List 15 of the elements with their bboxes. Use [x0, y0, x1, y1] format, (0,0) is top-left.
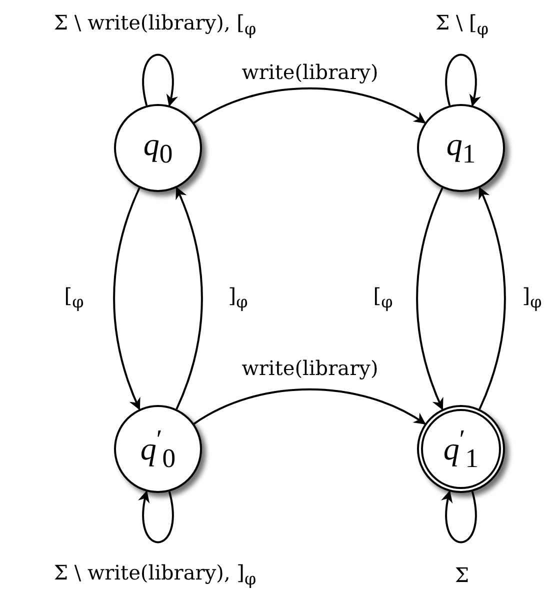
state-label: q$_{0}$ [143, 128, 173, 168]
transition-arrow [113, 187, 141, 410]
transition-arrow [478, 186, 506, 410]
transition-arrow [175, 186, 203, 410]
transition-arrow [416, 187, 444, 410]
transition-arrow [194, 87, 426, 124]
self-loop-arrow [142, 54, 178, 107]
self-loop-arrow [138, 490, 174, 543]
transition-arrow [194, 388, 426, 425]
state-circle [417, 104, 505, 192]
state-label: q$_{1}$ [446, 128, 476, 168]
state-circle [114, 405, 202, 493]
self-loop-arrow [442, 490, 477, 543]
accepting-state-circle [417, 405, 505, 493]
self-loop-arrow [445, 54, 480, 107]
